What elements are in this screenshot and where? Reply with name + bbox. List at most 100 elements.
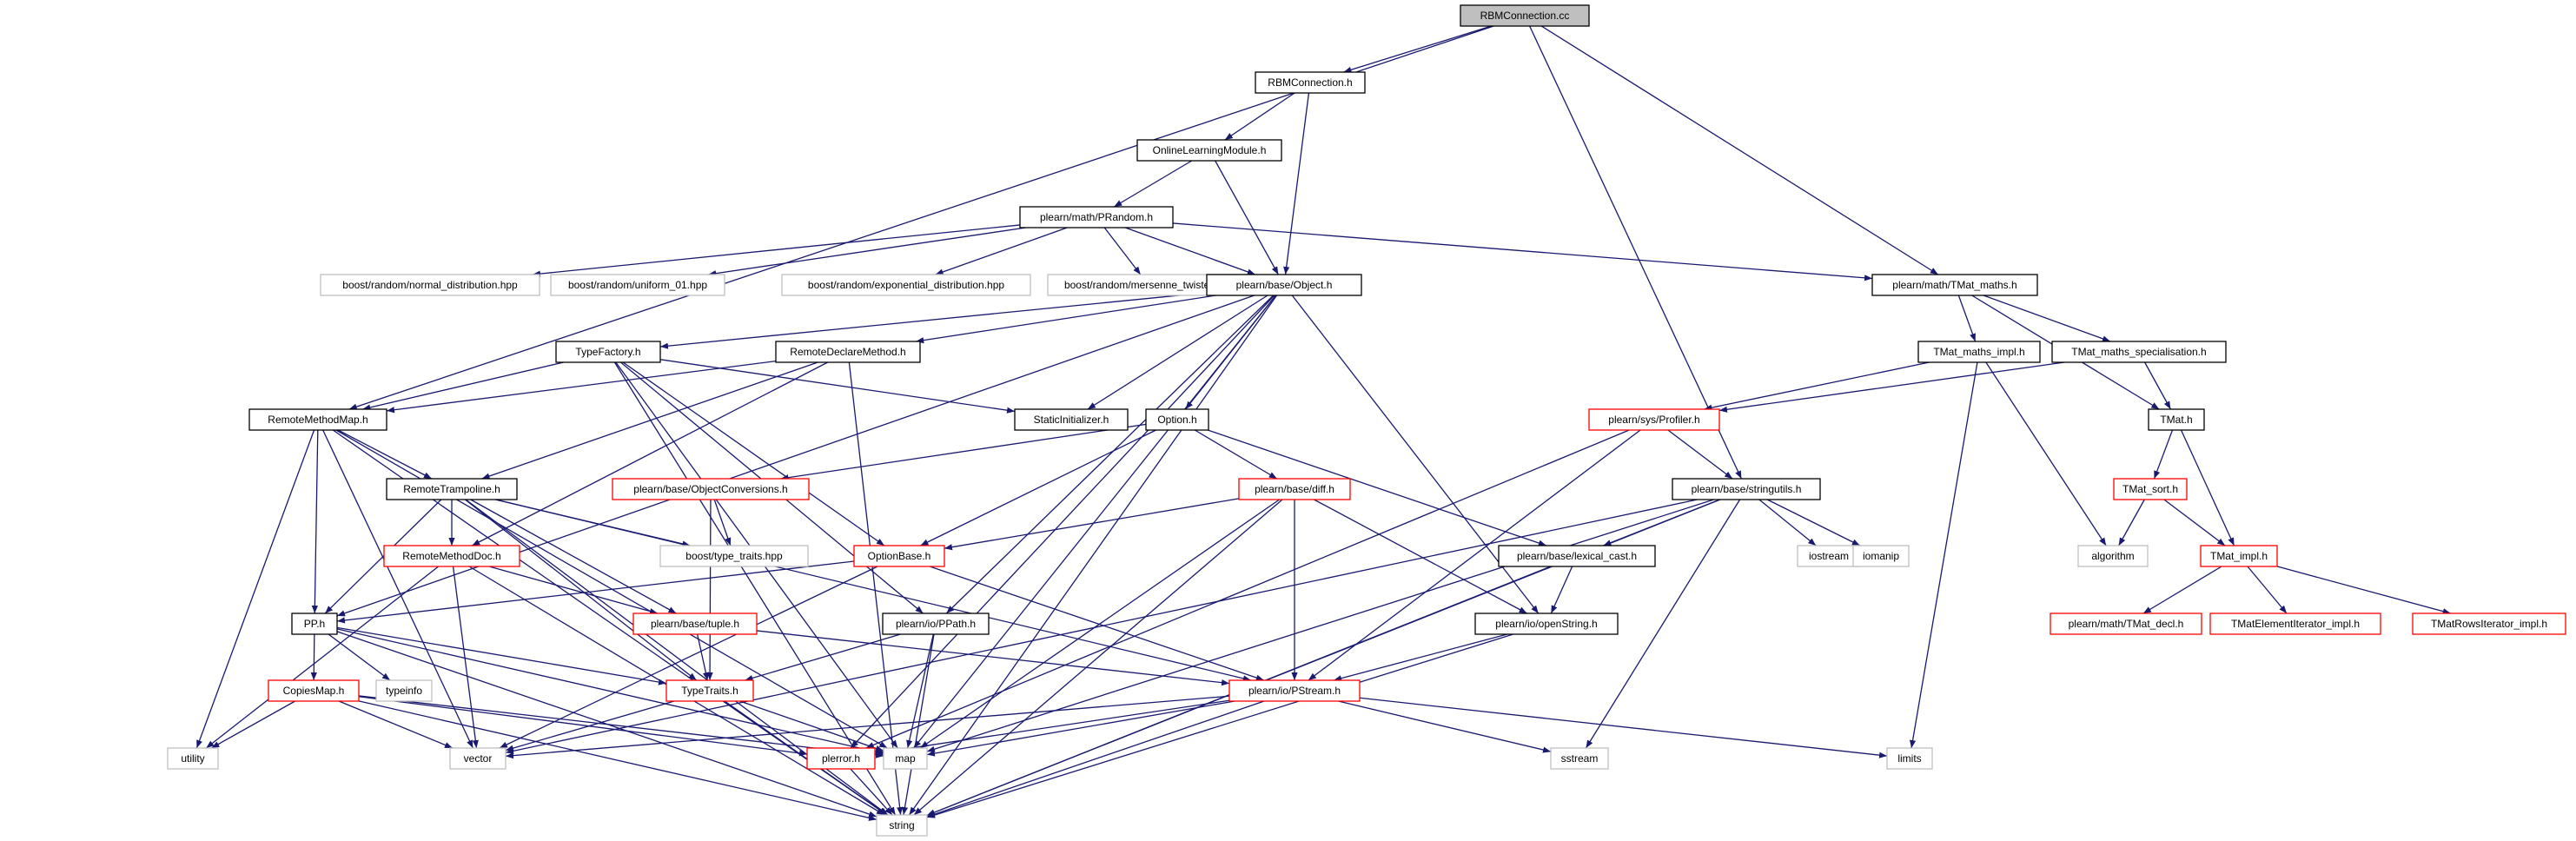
edge-object_h-to-staticinitializer_h <box>1087 295 1268 410</box>
node-vector: vector <box>449 747 507 770</box>
node-tuple-h[interactable]: plearn/base/tuple.h <box>632 613 758 635</box>
node-prandom-h[interactable]: plearn/math/PRandom.h <box>1019 206 1174 228</box>
edge-object_h-to-perror_h <box>850 295 1275 749</box>
edge-tmat_maths_impl_h-to-profiler_h <box>1704 361 1930 411</box>
node-remotemethoddoc-h[interactable]: RemoteMethodDoc.h <box>383 545 520 567</box>
node-tmat-sort-h[interactable]: TMat_sort.h <box>2113 478 2188 500</box>
node-rbmconnection-h[interactable]: RBMConnection.h <box>1255 71 1366 94</box>
node-stringutils-h[interactable]: plearn/base/stringutils.h <box>1672 478 1821 500</box>
edge-tuple_h-to-typetraits_h <box>697 633 709 681</box>
edge-diff_h-to-optionbase_h <box>944 498 1240 551</box>
edge-stringutils_h-to-vector <box>505 499 1698 754</box>
edge-remotetrampoline_h-to-pstream_h <box>495 499 1251 682</box>
edge-lexical_cast_h-to-openstring_h <box>1550 566 1573 614</box>
edge-pstream_h-to-map <box>926 700 1235 757</box>
node-label: Option.h <box>1157 414 1196 426</box>
node-box <box>2077 545 2149 567</box>
edge-onlinelearningmodule_h-to-prandom_h <box>1113 160 1193 208</box>
node-optionbase-h[interactable]: OptionBase.h <box>853 545 945 567</box>
edge-tmat_impl_h-to-tmatelementiterator_h <box>2247 566 2288 614</box>
edge-typefactory_h-to-remotemethodmap_h <box>362 361 564 411</box>
node-ppath-h[interactable]: plearn/io/PPath.h <box>882 613 990 635</box>
edge-stringutils_h-to-sstream <box>1585 499 1741 749</box>
node-label: plearn/io/PStream.h <box>1248 685 1341 697</box>
edge-option_h-to-lexical_cast_h <box>1207 429 1547 546</box>
edge-perror_h-to-string <box>850 768 893 816</box>
edge-remotetrampoline_h-to-string <box>465 499 889 816</box>
edge-pp_h-to-map <box>336 628 884 755</box>
node-copiesmap-h[interactable]: CopiesMap.h <box>268 679 360 702</box>
node-map: map <box>883 747 928 770</box>
node-label: plearn/math/PRandom.h <box>1040 211 1153 223</box>
edge-prandom_h-to-tmat_maths_h <box>1172 222 1873 281</box>
edge-remotedeclaremethod_h-to-remotemethoddoc_h <box>471 361 829 546</box>
node-object-h[interactable]: plearn/base/Object.h <box>1206 274 1362 296</box>
node-box <box>2148 408 2205 431</box>
edge-typefactory_h-to-staticinitializer_h <box>659 359 1016 414</box>
node-objectconversions-h[interactable]: plearn/base/ObjectConversions.h <box>612 478 810 500</box>
node-label: RemoteMethodMap.h <box>268 414 368 426</box>
node-perror-h[interactable]: plerror.h <box>806 747 876 770</box>
node-pstream-h[interactable]: plearn/io/PStream.h <box>1228 679 1361 702</box>
node-label: plearn/base/diff.h <box>1255 483 1334 495</box>
node-tmat-decl-h[interactable]: plearn/math/TMat_decl.h <box>2050 613 2202 635</box>
edge-rbmconnection_cc-to-rbmconnection_h <box>1343 25 1492 73</box>
node-box <box>555 341 661 363</box>
node-tmat-maths-specialisation-h[interactable]: TMat_maths_specialisation.h <box>2051 341 2227 363</box>
node-rbmconnection-cc[interactable]: RBMConnection.cc <box>1460 4 1590 27</box>
node-typetraits-h[interactable]: TypeTraits.h <box>666 679 754 702</box>
node-iomanip: iomanip <box>1852 545 1910 567</box>
node-box <box>2209 613 2381 635</box>
edge-diff_h-to-map <box>919 499 1281 749</box>
node-tmat-h[interactable]: TMat.h <box>2148 408 2205 431</box>
edge-remotetrampoline_h-to-pp_h <box>324 499 442 614</box>
edge-object_h-to-remotedeclaremethod_h <box>916 295 1216 344</box>
node-box <box>1014 408 1129 431</box>
node-uniform-01: boost/random/uniform_01.hpp <box>550 274 725 296</box>
edge-typetraits_h-to-string <box>724 700 888 816</box>
edge-ppath_h-to-typetraits_h <box>745 633 901 681</box>
node-label: plearn/io/PPath.h <box>896 618 976 630</box>
edge-copiesmap_h-to-string <box>358 700 877 821</box>
node-type-traits-hpp: boost/type_traits.hpp <box>659 545 809 567</box>
node-remotedeclaremethod-h[interactable]: RemoteDeclareMethod.h <box>775 341 921 363</box>
node-tmatelementiterator-h[interactable]: TMatElementIterator_impl.h <box>2209 613 2381 635</box>
edge-remotedeclaremethod_h-to-remotemethodmap_h <box>386 360 777 414</box>
edge-rbmconnection_cc-to-tmat_maths_h <box>1540 25 1939 275</box>
edge-remotemethoddoc_h-to-utility <box>205 566 440 749</box>
node-profiler-h[interactable]: plearn/sys/Profiler.h <box>1588 408 1720 431</box>
node-tmat-impl-h[interactable]: TMat_impl.h <box>2200 545 2278 567</box>
node-label: string <box>889 819 914 831</box>
edge-optionbase_h-to-vector <box>499 566 878 749</box>
node-remotetrampoline-h[interactable]: RemoteTrampoline.h <box>386 478 518 500</box>
node-staticinitializer-h[interactable]: StaticInitializer.h <box>1014 408 1129 431</box>
edge-pstream_h-to-string <box>926 700 1265 818</box>
node-remotemethodmap-h[interactable]: RemoteMethodMap.h <box>248 408 387 431</box>
edge-object_h-to-string <box>908 295 1278 816</box>
node-sstream: sstream <box>1550 747 1609 770</box>
node-tmat-maths-h[interactable]: plearn/math/TMat_maths.h <box>1871 274 2038 296</box>
node-box <box>1672 478 1821 500</box>
node-openstring-h[interactable]: plearn/io/openString.h <box>1474 613 1619 635</box>
node-label: algorithm <box>2091 550 2134 562</box>
edge-stringutils_h-to-map <box>926 499 1714 752</box>
edge-typetraits_h-to-map <box>739 700 884 752</box>
node-tmat-maths-impl-h[interactable]: TMat_maths_impl.h <box>1917 341 2041 363</box>
node-label: boost/random/exponential_distribution.hp… <box>808 279 1004 291</box>
edge-remotetrampoline_h-to-tuple_h <box>470 499 677 614</box>
node-box <box>2051 341 2227 363</box>
node-pp-h[interactable]: PP.h <box>291 613 338 635</box>
node-label: plearn/base/tuple.h <box>651 618 739 630</box>
node-label: boost/random/uniform_01.hpp <box>568 279 707 291</box>
node-onlinelearningmodule-h[interactable]: OnlineLearningModule.h <box>1136 139 1282 162</box>
node-tmatrowsiterator-h[interactable]: TMatRowsIterator_impl.h <box>2412 613 2566 635</box>
node-label: plearn/base/stringutils.h <box>1692 483 1802 495</box>
node-option-h[interactable]: Option.h <box>1145 408 1209 431</box>
node-diff-h[interactable]: plearn/base/diff.h <box>1238 478 1351 500</box>
edge-tmat_impl_h-to-tmatrowsiterator_h <box>2276 566 2451 615</box>
node-lexical-cast-h[interactable]: plearn/base/lexical_cast.h <box>1498 545 1656 567</box>
node-typefactory-h[interactable]: TypeFactory.h <box>555 341 661 363</box>
node-label: plearn/math/TMat_maths.h <box>1892 279 2016 291</box>
node-label: RemoteMethodDoc.h <box>402 550 500 562</box>
node-label: TMatRowsIterator_impl.h <box>2431 618 2547 630</box>
